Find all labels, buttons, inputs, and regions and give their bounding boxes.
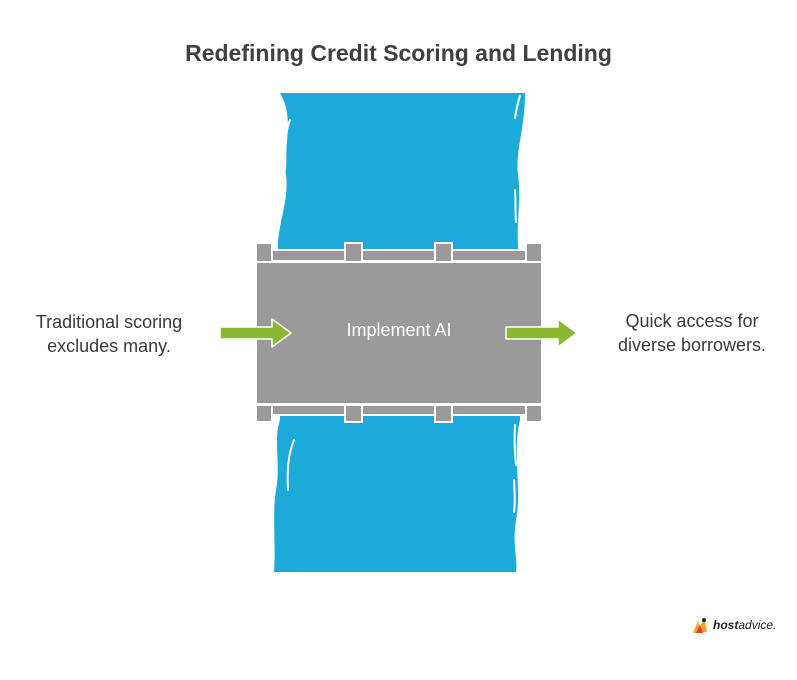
input-description-line: excludes many. (47, 336, 171, 356)
bridge-rail-top (257, 249, 541, 262)
river-flow-line (513, 424, 517, 466)
output-description-line: diverse borrowers. (617, 335, 767, 355)
hostadvice-logo: hostadvice. (690, 614, 776, 636)
input-arrow-icon (219, 318, 292, 348)
output-arrow-icon (505, 318, 578, 348)
river-flow-line (286, 439, 295, 491)
output-description-line: Quick access for (625, 311, 759, 331)
river-flow-line (514, 95, 521, 119)
hostadvice-logo-text: hostadvice. (713, 618, 776, 632)
diagram-title: Redefining Credit Scoring and Lending (185, 40, 612, 66)
bridge-label: Implement AI (346, 320, 452, 340)
bridge-post (434, 242, 453, 263)
bridge-post (255, 404, 273, 423)
bridge-post (344, 404, 363, 423)
bridge-post (344, 242, 363, 263)
output-description: Quick access for diverse borrowers. (592, 309, 792, 357)
bridge-post (525, 404, 543, 423)
bridge-rail-bottom (257, 404, 541, 416)
hostadvice-logo-icon (693, 618, 707, 633)
input-description-line: Traditional scoring (35, 312, 183, 332)
river-flow-line (514, 189, 517, 223)
logo-text-bold: host (713, 618, 739, 632)
input-description: Traditional scoring excludes many. (18, 310, 200, 358)
bridge-deck (255, 261, 543, 405)
river-flow-line (284, 119, 291, 171)
bridge-post (434, 404, 453, 423)
bridge-post (525, 242, 543, 263)
bridge-post (255, 242, 273, 263)
river-flow-line (513, 479, 516, 513)
logo-text-rest: advice. (738, 618, 777, 632)
